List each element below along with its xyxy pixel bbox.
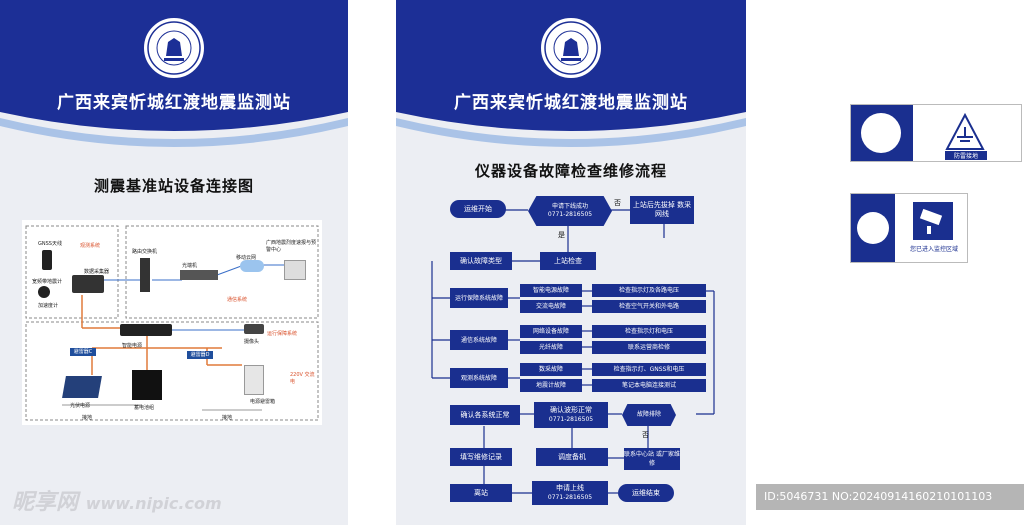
watermark-url: www.nipic.com [85, 494, 222, 513]
flow-comm-fault: 通信系统故障 [450, 330, 508, 350]
router-icon [140, 258, 150, 292]
flow-ac-fault: 交流电故障 [520, 300, 582, 313]
diagram-lines [25, 225, 319, 421]
sign-caption: 您已进入监控区域 [903, 244, 965, 254]
optical-icon [180, 270, 218, 280]
flow-confirm-waveform: 确认波形正常 0771-2816505 [534, 402, 608, 428]
flow-fiber-fault: 光纤故障 [520, 341, 582, 354]
power-box-label: 电源避雷箱 [250, 399, 276, 405]
flow-on-site-check: 上站检查 [540, 252, 596, 270]
flow-confirm-all-normal: 确认各系统正常 [450, 405, 520, 425]
watermark-brand: 昵享网 [12, 490, 79, 515]
emblem-icon [541, 18, 601, 78]
power-box-icon [244, 365, 264, 395]
watermark: 昵享网 www.nipic.com [12, 484, 222, 516]
flow-laptop-test: 笔记本电脑连接测试 [592, 379, 706, 392]
flow-dispatch-backup: 调度备机 [536, 448, 608, 466]
subtitle: 仪器设备故障检查维修流程 [474, 162, 667, 180]
solar-label: 光伏电源 [70, 403, 91, 409]
accelerometer-label: 加速度计 [38, 303, 59, 309]
flow-start: 运维开始 [450, 200, 506, 218]
emblem-icon [857, 212, 889, 244]
server-icon [284, 260, 306, 280]
lightning-ground-sign: 防雷接地 [850, 104, 1022, 162]
flow-smart-power-fault: 智能电源故障 [520, 284, 582, 297]
flow-apply-offline: 申请下线成功 0771-2816505 [528, 196, 612, 226]
seismometer-label: 宽频带地震计 [32, 279, 63, 285]
data-collector-label: 数据采集器 [84, 269, 110, 275]
confirm-waveform-text: 确认波形正常 [550, 406, 592, 414]
yes-label-1: 是 [558, 231, 565, 239]
ac-220-label: 220V 交流电 [290, 372, 315, 385]
flow-check-air-switch: 检查空气开关和外电路 [592, 300, 706, 313]
battery-box-icon [132, 370, 162, 400]
camera-label: 摄像头 [244, 339, 260, 345]
lightning-d-box: 避雷器D [187, 351, 213, 359]
subtitle: 测震基准站设备连接图 [93, 177, 254, 195]
lightning-c-box: 避雷器C [70, 348, 96, 356]
apply-online-phone: 0771-2816505 [547, 494, 593, 501]
smart-power-icon [120, 324, 172, 336]
sign-caption: 防雷接地 [945, 151, 987, 160]
flow-fault-cleared: 故障排除 [622, 404, 676, 426]
flow-network-fault: 网络设备故障 [520, 325, 582, 338]
right-poster: 广西来宾忻城红渡地震监测站 仪器设备故障检查维修流程 [396, 0, 746, 525]
gnss-label: GNSS天线 [38, 241, 62, 247]
gnss-antenna-icon [42, 250, 52, 270]
accelerometer-icon [38, 286, 50, 298]
flow-contact-operator: 联系运营商检修 [592, 341, 706, 354]
center-label: 广西地震烈度速报与预警中心 [266, 240, 317, 253]
flow-connectors [431, 209, 715, 494]
flow-confirm-type: 确认故障类型 [450, 252, 512, 270]
no-label-2: 否 [642, 431, 649, 439]
image-id-bar: ID:5046731 NO:20240914160210101103 [756, 484, 1024, 510]
flow-check-lights-voltage-2: 检查指示灯和电压 [592, 325, 706, 338]
smart-power-label: 智能电源 [122, 343, 143, 349]
flow-end: 运维结束 [618, 484, 674, 502]
ground-label-2: 接地 [222, 415, 233, 421]
poster-header: 广西来宾忻城红渡地震监测站 [0, 0, 348, 150]
flow-ops-fault: 运行保障系统故障 [450, 288, 508, 308]
flow-apply-online: 申请上线 0771-2816505 [532, 481, 608, 505]
poster-header: 广西来宾忻城红渡地震监测站 [396, 0, 746, 150]
flow-seismometer-fault: 地震计故障 [520, 379, 582, 392]
battery-label: 蓄电池组 [134, 405, 155, 411]
observation-system-label: 观测系统 [80, 243, 101, 249]
comm-system-label: 通信系统 [227, 297, 248, 303]
ops-guarantee-label: 运行保障系统 [267, 331, 298, 337]
cloud-label: 移动云网 [236, 255, 257, 261]
optical-label: 光端机 [182, 263, 198, 269]
no-label-1: 否 [614, 199, 621, 207]
flow-contact-center: 联系中心站 或厂家维修 [624, 448, 680, 470]
monitoring-area-sign: 您已进入监控区域 [850, 193, 968, 263]
station-title: 广西来宾忻城红渡地震监测站 [57, 93, 291, 113]
apply-online-text: 申请上线 [556, 484, 584, 492]
flow-unplug-network: 上站后先拔掉 数采网线 [630, 196, 694, 224]
flow-obs-fault: 观测系统故障 [450, 368, 508, 388]
flow-check-gnss: 检查指示灯、GNSS和电压 [592, 363, 706, 376]
ground-warning-icon [945, 112, 985, 153]
station-title: 广西来宾忻城红渡地震监测站 [454, 93, 688, 113]
apply-offline-text: 申请下线成功 [551, 203, 588, 210]
connection-diagram: GNSS天线 观测系统 宽频带地震计 数据采集器 加速度计 路由交换机 光端机 … [22, 220, 322, 425]
cloud-icon [240, 260, 264, 272]
flow-daq-fault: 数采故障 [520, 363, 582, 376]
confirm-waveform-phone: 0771-2816505 [548, 416, 594, 423]
camera-icon [244, 324, 264, 334]
emblem-icon [144, 18, 204, 78]
solar-panel-icon [62, 376, 102, 398]
emblem-icon [861, 113, 901, 153]
router-label: 路由交换机 [132, 249, 158, 255]
apply-offline-phone: 0771-2816505 [547, 211, 593, 218]
left-poster: 广西来宾忻城红渡地震监测站 测震基准站设备连接图 [0, 0, 348, 525]
data-collector-icon [72, 275, 104, 293]
camera-icon [913, 202, 953, 240]
ground-label-1: 接地 [82, 415, 93, 421]
flow-leave-site: 离站 [450, 484, 512, 502]
flow-check-lights-voltage: 检查指示灯及各路电压 [592, 284, 706, 297]
flow-fill-record: 填写维修记录 [450, 448, 512, 466]
